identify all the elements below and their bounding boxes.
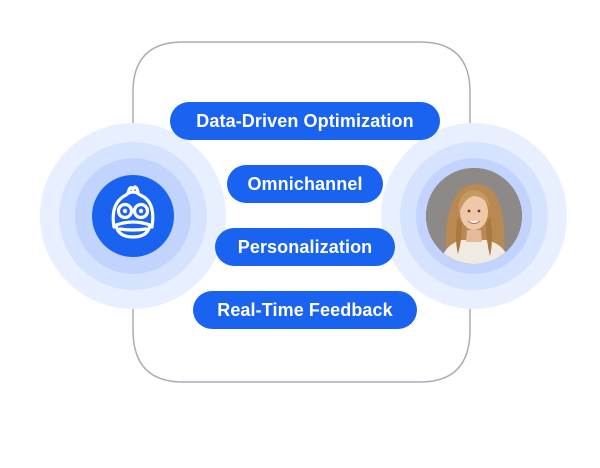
feature-pill-data-driven-optimization: Data-Driven Optimization	[170, 102, 440, 140]
feature-pill-personalization: Personalization	[215, 228, 395, 266]
person-avatar	[426, 168, 522, 264]
brand-mascot-badge	[92, 175, 174, 257]
person-photo	[426, 168, 522, 264]
feature-pill-real-time-feedback: Real-Time Feedback	[193, 291, 417, 329]
duck-mascot-icon	[111, 185, 155, 239]
bottom-connector-arrow	[132, 284, 471, 383]
feature-pill-omnichannel: Omnichannel	[227, 165, 383, 203]
top-connector-arrow	[132, 41, 471, 152]
